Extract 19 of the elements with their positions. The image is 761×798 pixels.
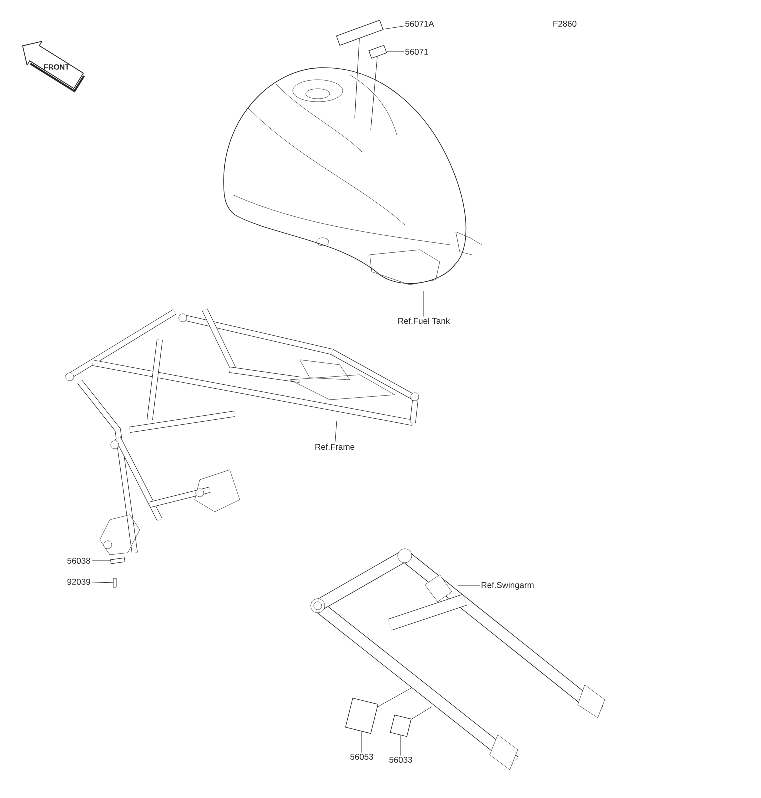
figure-code: F2860 [554, 21, 577, 27]
leader-line [400, 735, 402, 756]
leader-line [383, 26, 404, 30]
leader-line [370, 56, 378, 130]
leader-line [335, 420, 338, 443]
part-number: 92039 [68, 579, 90, 585]
rivet [113, 578, 117, 588]
part-number: 56038 [68, 558, 90, 564]
sticker [368, 45, 388, 59]
leader-line [92, 582, 114, 584]
fuel-tank-drawing [224, 68, 482, 286]
leader-line [411, 706, 432, 720]
swingarm-drawing [310, 548, 606, 770]
leader-line [378, 688, 412, 708]
part-number: 56071 [406, 49, 428, 55]
reference-label: Ref.Fuel Tank [398, 318, 450, 324]
leader-line [354, 38, 360, 118]
part-number: 56071A [406, 21, 434, 27]
leader-line [92, 560, 111, 562]
